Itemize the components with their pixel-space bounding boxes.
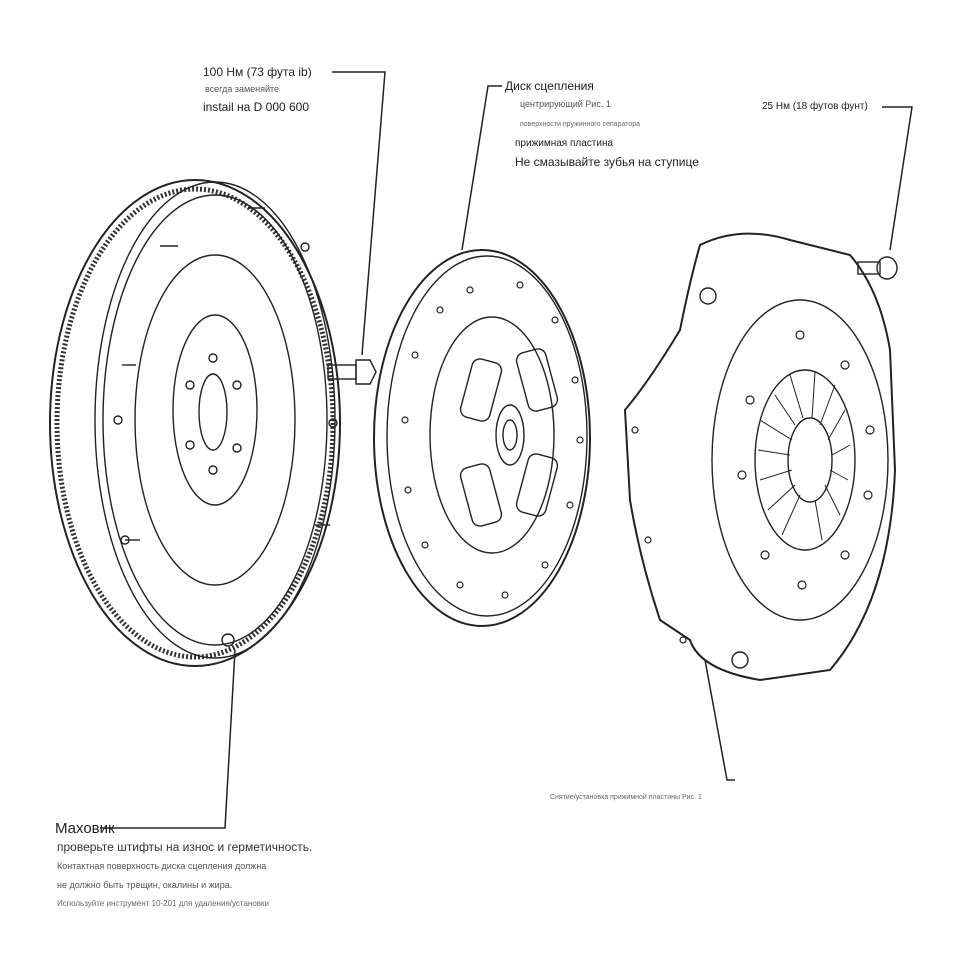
pressure-plate-bolt-torque: 25 Нм (18 футов фунт) [762, 101, 868, 112]
clutch-disc-line1: центрирующий Рис. 1 [520, 99, 611, 109]
clutch-disc-drawing [373, 249, 591, 627]
flywheel-line3: не должно быть трещин, окалины и жира. [57, 880, 233, 890]
flywheel-bolt-note1: всегда заменяйте [205, 84, 280, 94]
leader-lines [100, 71, 913, 829]
clutch-disc-title: Диск сцепления [505, 79, 594, 93]
flywheel-title: Маховик [55, 820, 115, 837]
flywheel-line2: Контактная поверхность диска сцепления д… [57, 861, 267, 871]
flywheel-line4: Используйте инструмент 10-201 для удален… [57, 899, 270, 908]
flywheel-bolt-torque: 100 Нм (73 фута ib) [203, 65, 312, 79]
clutch-disc-line4: Не смазывайте зубья на ступице [515, 155, 699, 169]
pressure-plate-caption: Снятие/установка прижимной пластины Рис.… [550, 794, 702, 801]
flywheel-line1: проверьте штифты на износ и герметичност… [57, 840, 313, 854]
pressure-plate-bolt-drawing [857, 256, 898, 280]
flywheel-drawing [49, 179, 341, 667]
flywheel-bolt-note2: instail на D 000 600 [203, 100, 310, 114]
clutch-disc-line2: поверхности пружинного сепаратора [520, 121, 641, 128]
clutch-disc-line3: прижимная пластина [515, 138, 614, 149]
pressure-plate-drawing [623, 232, 897, 682]
flywheel-bolt-drawing [327, 359, 377, 385]
